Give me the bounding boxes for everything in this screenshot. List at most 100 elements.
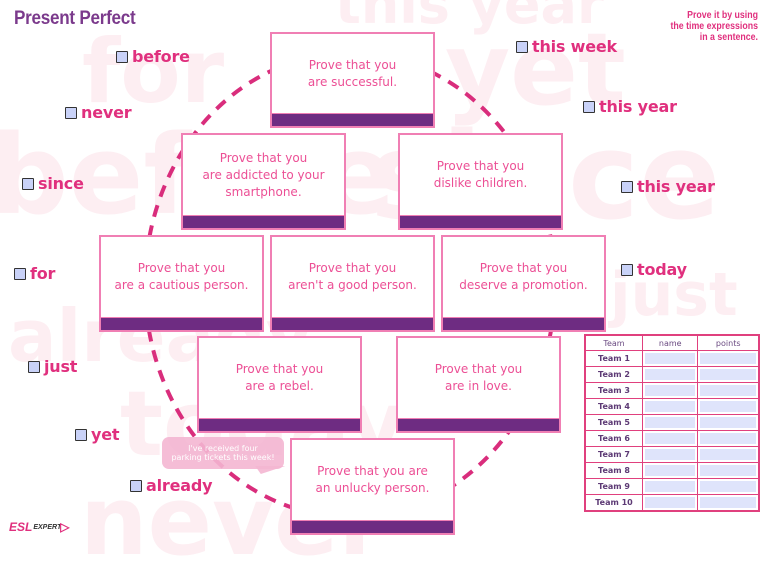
checkbox[interactable] bbox=[516, 40, 528, 53]
time-expression-yet[interactable]: yet bbox=[75, 425, 120, 444]
table-row: Team 1 bbox=[584, 350, 760, 367]
prompt-card[interactable]: Prove that you aren't a good person. bbox=[270, 235, 435, 332]
column-header-points: points bbox=[697, 334, 760, 351]
time-expression-this-year-2[interactable]: this year bbox=[621, 177, 715, 196]
team-points-cell[interactable] bbox=[697, 430, 760, 447]
card-bar bbox=[183, 215, 344, 228]
card-text: Prove that you dislike children. bbox=[433, 159, 528, 190]
time-expression-since[interactable]: since bbox=[22, 174, 84, 193]
team-name-cell[interactable] bbox=[641, 398, 699, 415]
team-label: Team 8 bbox=[584, 462, 643, 479]
time-expression-before[interactable]: before bbox=[116, 47, 190, 66]
card-text: Prove that you are addicted to your smar… bbox=[202, 150, 325, 199]
team-name-cell[interactable] bbox=[641, 350, 699, 367]
time-expression-label: already bbox=[146, 476, 213, 495]
prompt-card[interactable]: Prove that you are a cautious person. bbox=[99, 235, 264, 332]
time-expression-label: this year bbox=[599, 97, 677, 116]
card-text: Prove that you are successful. bbox=[307, 57, 398, 89]
page-title: Present Perfect bbox=[14, 8, 136, 29]
checkbox[interactable] bbox=[130, 479, 142, 492]
logo-secondary: EXPERT bbox=[33, 523, 62, 531]
prompt-card[interactable]: Prove that you are successful. bbox=[270, 32, 435, 128]
example-speech-bubble: I've received four parking tickets this … bbox=[162, 437, 284, 469]
team-label: Team 5 bbox=[584, 414, 643, 431]
scoreboard-header-row: Team name points bbox=[584, 334, 760, 351]
time-expression-for[interactable]: for bbox=[14, 264, 55, 283]
card-bar bbox=[272, 113, 433, 126]
prompt-card[interactable]: Prove that you are in love. bbox=[396, 336, 561, 433]
team-points-cell[interactable] bbox=[697, 446, 760, 463]
team-label: Team 7 bbox=[584, 446, 643, 463]
esl-expert-logo: ESL EXPERT ▷ bbox=[9, 520, 69, 534]
checkbox[interactable] bbox=[22, 177, 34, 190]
card-bar bbox=[199, 418, 360, 431]
instructions-line: in a sentence. bbox=[699, 32, 758, 43]
checkbox[interactable] bbox=[116, 50, 128, 63]
checkbox[interactable] bbox=[75, 428, 87, 441]
time-expression-already[interactable]: already bbox=[130, 476, 213, 495]
team-name-cell[interactable] bbox=[641, 366, 699, 383]
team-name-cell[interactable] bbox=[641, 414, 699, 431]
prompt-card[interactable]: Prove that you are addicted to your smar… bbox=[181, 133, 346, 230]
prompt-card[interactable]: Prove that you are a rebel. bbox=[197, 336, 362, 433]
prompt-card[interactable]: Prove that you are an unlucky person. bbox=[290, 438, 455, 535]
team-points-cell[interactable] bbox=[697, 350, 760, 367]
team-label: Team 9 bbox=[584, 478, 643, 495]
card-text: Prove that you aren't a good person. bbox=[288, 261, 417, 292]
card-text: Prove that you are a rebel. bbox=[235, 362, 324, 393]
time-expression-today[interactable]: today bbox=[621, 260, 687, 279]
card-text: Prove that you are an unlucky person. bbox=[315, 464, 430, 495]
checkbox[interactable] bbox=[28, 360, 40, 373]
checkbox[interactable] bbox=[621, 263, 633, 276]
table-row: Team 9 bbox=[584, 478, 760, 495]
time-expression-just[interactable]: just bbox=[28, 357, 77, 376]
table-row: Team 10 bbox=[584, 494, 760, 512]
team-name-cell[interactable] bbox=[641, 478, 699, 495]
time-expression-this-year[interactable]: this year bbox=[583, 97, 677, 116]
time-expression-label: yet bbox=[91, 425, 120, 444]
team-points-cell[interactable] bbox=[697, 462, 760, 479]
table-row: Team 8 bbox=[584, 462, 760, 479]
time-expression-label: for bbox=[30, 264, 56, 283]
team-points-cell[interactable] bbox=[697, 478, 760, 495]
table-row: Team 6 bbox=[584, 430, 760, 447]
speech-bubble-tail bbox=[255, 466, 291, 474]
team-label: Team 3 bbox=[584, 382, 643, 399]
time-expression-this-week[interactable]: this week bbox=[516, 37, 617, 56]
checkbox[interactable] bbox=[583, 100, 595, 113]
table-row: Team 7 bbox=[584, 446, 760, 463]
time-expression-label: never bbox=[81, 103, 132, 122]
card-bar bbox=[292, 520, 453, 533]
time-expression-never[interactable]: never bbox=[65, 103, 132, 122]
time-expression-label: since bbox=[38, 174, 84, 193]
watermark-this-year: this year bbox=[335, 0, 604, 36]
column-header-team: Team bbox=[584, 334, 643, 351]
instructions: Prove it by using the time expressions i… bbox=[608, 10, 758, 43]
team-points-cell[interactable] bbox=[697, 398, 760, 415]
table-row: Team 2 bbox=[584, 366, 760, 383]
card-bar bbox=[443, 317, 604, 330]
team-points-cell[interactable] bbox=[697, 494, 760, 512]
team-name-cell[interactable] bbox=[641, 430, 699, 447]
team-name-cell[interactable] bbox=[641, 382, 699, 399]
checkbox[interactable] bbox=[65, 106, 77, 119]
team-points-cell[interactable] bbox=[697, 366, 760, 383]
checkbox[interactable] bbox=[621, 180, 633, 193]
prompt-card[interactable]: Prove that you dislike children. bbox=[398, 133, 563, 230]
card-bar bbox=[101, 317, 262, 330]
team-name-cell[interactable] bbox=[641, 494, 699, 512]
team-points-cell[interactable] bbox=[697, 382, 760, 399]
time-expression-label: just bbox=[44, 357, 78, 376]
time-expression-label: today bbox=[637, 260, 687, 279]
team-name-cell[interactable] bbox=[641, 446, 699, 463]
team-points-cell[interactable] bbox=[697, 414, 760, 431]
card-bar bbox=[400, 215, 561, 228]
team-label: Team 10 bbox=[584, 494, 643, 512]
instructions-line: the time expressions bbox=[670, 21, 758, 32]
scoreboard-table: Team name points Team 1 Team 2 Team 3 Te… bbox=[584, 334, 760, 512]
checkbox[interactable] bbox=[14, 267, 26, 280]
logo-primary: ESL bbox=[9, 520, 33, 534]
team-label: Team 2 bbox=[584, 366, 643, 383]
team-name-cell[interactable] bbox=[641, 462, 699, 479]
prompt-card[interactable]: Prove that you deserve a promotion. bbox=[441, 235, 606, 332]
